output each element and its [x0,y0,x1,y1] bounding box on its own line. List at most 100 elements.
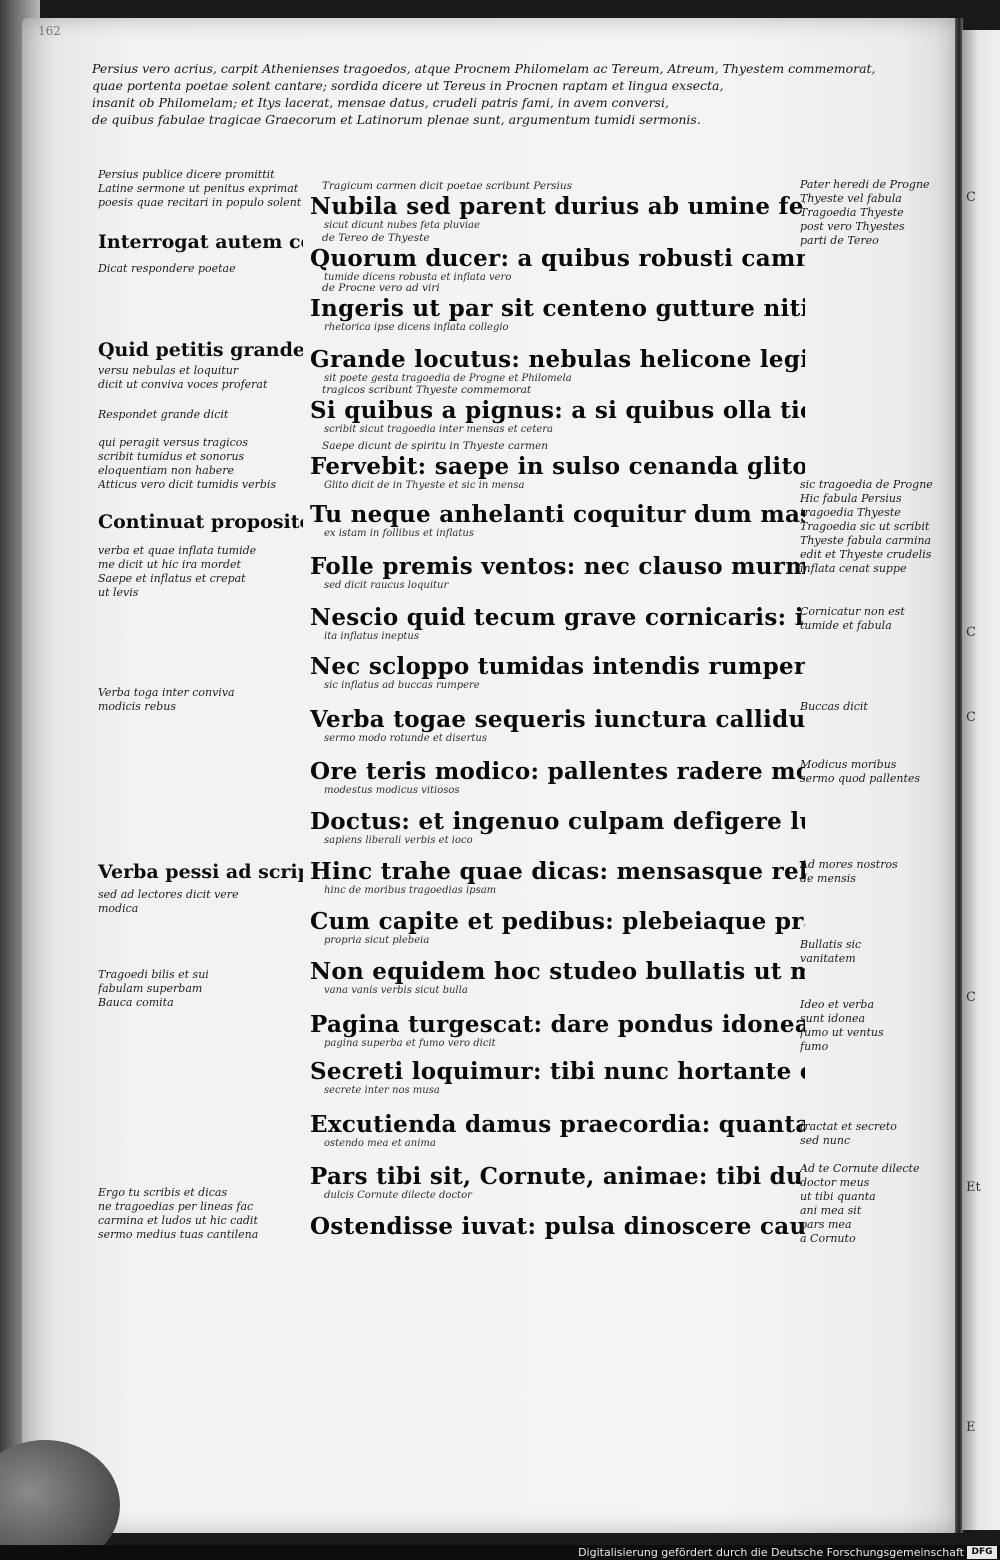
interlinear-gloss-below: secrete inter nos musa [324,1085,440,1096]
margin-gloss-line: tractat et secreto [800,1120,897,1133]
manuscript-page [22,18,957,1533]
verse-text: Doctus: et ingenuo culpam defigere ludo [310,808,805,835]
left-margin-gloss: Respondet grande dicit [98,408,303,422]
header-line: quae portenta poetae solent cantare; sor… [92,78,724,93]
left-margin-gloss: Interrogat autem cetera [98,230,303,254]
margin-gloss-line: sunt idonea [800,1012,866,1025]
verse-text: Hinc trahe quae dicas: mensasque relinqu… [310,858,805,885]
interlinear-gloss-below: sed dicit raucus loquitur [324,580,449,591]
verse-text: Secreti loquimur: tibi nunc hortante cam… [310,1058,805,1085]
header-line: de quibus fabulae tragicae Graecorum et … [92,112,701,127]
margin-gloss-line: qui peragit versus tragicos [98,436,249,449]
margin-gloss-line: modicis rebus [98,700,176,713]
margin-gloss-line: eloquentiam non habere [98,464,235,477]
margin-gloss-line: Latine sermone ut penitus exprimat [98,182,299,195]
facing-page-fragment: C [966,990,976,1005]
facing-page-fragment: E [966,1420,976,1435]
interlinear-gloss-below: sicut dicunt nubes feta pluviae [324,220,480,231]
left-margin-gloss: Continuat proposito [98,510,303,534]
margin-gloss-line: Thyeste vel fabula [800,192,902,205]
interlinear-gloss-below: Glito dicit de in Thyeste et sic in mens… [324,480,525,491]
margin-gloss-line: Buccas dicit [800,700,868,713]
margin-gloss-line: Persius publice dicere promittit [98,168,275,181]
interlinear-gloss-below: propria sicut plebeia [324,935,430,946]
verse-text: Pars tibi sit, Cornute, animae: tibi dul… [310,1163,805,1190]
margin-gloss-line: Cornicatur non est [800,605,905,618]
margin-gloss-line: parti de Tereo [800,234,879,247]
interlinear-gloss-below: rhetorica ipse dicens inflata collegio [324,322,509,333]
margin-gloss-line: Verba toga inter conviva [98,686,235,699]
verse-line: Tu neque anhelanti coquitur dum massa ca… [310,488,805,540]
binding-gutter [955,18,963,1533]
margin-gloss-line: fumo [800,1040,829,1053]
verse-text: Pagina turgescat: dare pondus idonea fum… [310,1011,805,1038]
margin-gloss-line: fumo ut ventus [800,1026,884,1039]
margin-heading: Quid petitis grandes [98,339,303,361]
margin-gloss-line: edit et Thyeste crudelis [800,548,932,561]
verse-line: Hinc trahe quae dicas: mensasque relinqu… [310,845,805,897]
interlinear-gloss-below: sit poete gesta tragoedia de Progne et P… [324,373,572,384]
left-margin-gloss: Quid petitis grandes [98,338,303,362]
margin-gloss-line: ani mea sit [800,1204,862,1217]
margin-gloss-line: scribit tumidus et sonorus [98,450,245,463]
facing-page-fragment: C [966,625,976,640]
margin-gloss-line: Hic fabula Persius [800,492,902,505]
margin-gloss-line: Thyeste fabula carmina [800,534,932,547]
facing-page-fragment: C [966,710,976,725]
verse-line: Ore teris modico: pallentes radere mores… [310,745,805,797]
margin-gloss-line: ut tibi quanta [800,1190,876,1203]
margin-gloss-line: poesis quae recitari in populo solent [98,196,302,209]
margin-gloss-line: tragoedia Thyeste [800,506,901,519]
interlinear-gloss-above: Tragicum carmen dicit poetae scribunt Pe… [322,180,573,192]
verse-line: Ostendisse iuvat: pulsa dinoscere cautus [310,1200,805,1252]
margin-gloss-line: Bullatis sic [800,938,862,951]
interlinear-gloss-above: de Procne vero ad viri [322,282,440,294]
verse-line: Excutienda damus praecordia: quantaque n… [310,1098,805,1150]
margin-gloss-line: Ad mores nostros [800,858,898,871]
interlinear-gloss-below: ita inflatus ineptus [324,631,419,642]
verse-text: Grande locutus: nebulas helicone legito [310,346,805,373]
verse-text: Quorum ducer: a quibus robusti cammo off… [310,245,805,272]
margin-gloss-line: a Cornuto [800,1232,856,1245]
interlinear-gloss-below: scribit sicut tragoedia inter mensas et … [324,424,554,435]
margin-heading: Continuat proposito [98,511,303,533]
header-line: insanit ob Philomelam; et Itys lacerat, … [92,95,669,110]
margin-gloss-line: sed ad lectores dicit vere [98,888,239,901]
margin-gloss-line: Saepe et inflatus et crepat [98,572,246,585]
verse-line: Secreti loquimur: tibi nunc hortante cam… [310,1045,805,1097]
interlinear-gloss-above: tragicos scribunt Thyeste commemorat [322,384,532,396]
interlinear-gloss-below: modestus modicus vitiosos [324,785,460,796]
margin-gloss-line: modica [98,902,139,915]
verse-text: Excutienda damus praecordia: quantaque n… [310,1111,805,1138]
verse-line: Pagina turgescat: dare pondus idonea fum… [310,998,805,1050]
margin-gloss-line: Tragoedi bilis et sui [98,968,209,981]
verse-line: Folle premis ventos: nec clauso murmure … [310,540,805,592]
interlinear-gloss-below: dulcis Cornute dilecte doctor [324,1190,472,1201]
margin-gloss-line: de mensis [800,872,856,885]
margin-gloss-line: ut levis [98,586,139,599]
footer-credit: Digitalisierung gefördert durch die Deut… [578,1546,964,1559]
margin-gloss-line: doctor meus [800,1176,870,1189]
margin-gloss-line: sermo medius tuas cantilena [98,1228,259,1241]
interlinear-gloss-below: ostendo mea et anima [324,1138,436,1149]
margin-gloss-line: Dicat respondere poetae [98,262,236,275]
interlinear-gloss-above: de Tereo de Thyeste [322,232,430,244]
margin-gloss-line: Pater heredi de Progne [800,178,930,191]
margin-gloss-line: sed nunc [800,1134,851,1147]
